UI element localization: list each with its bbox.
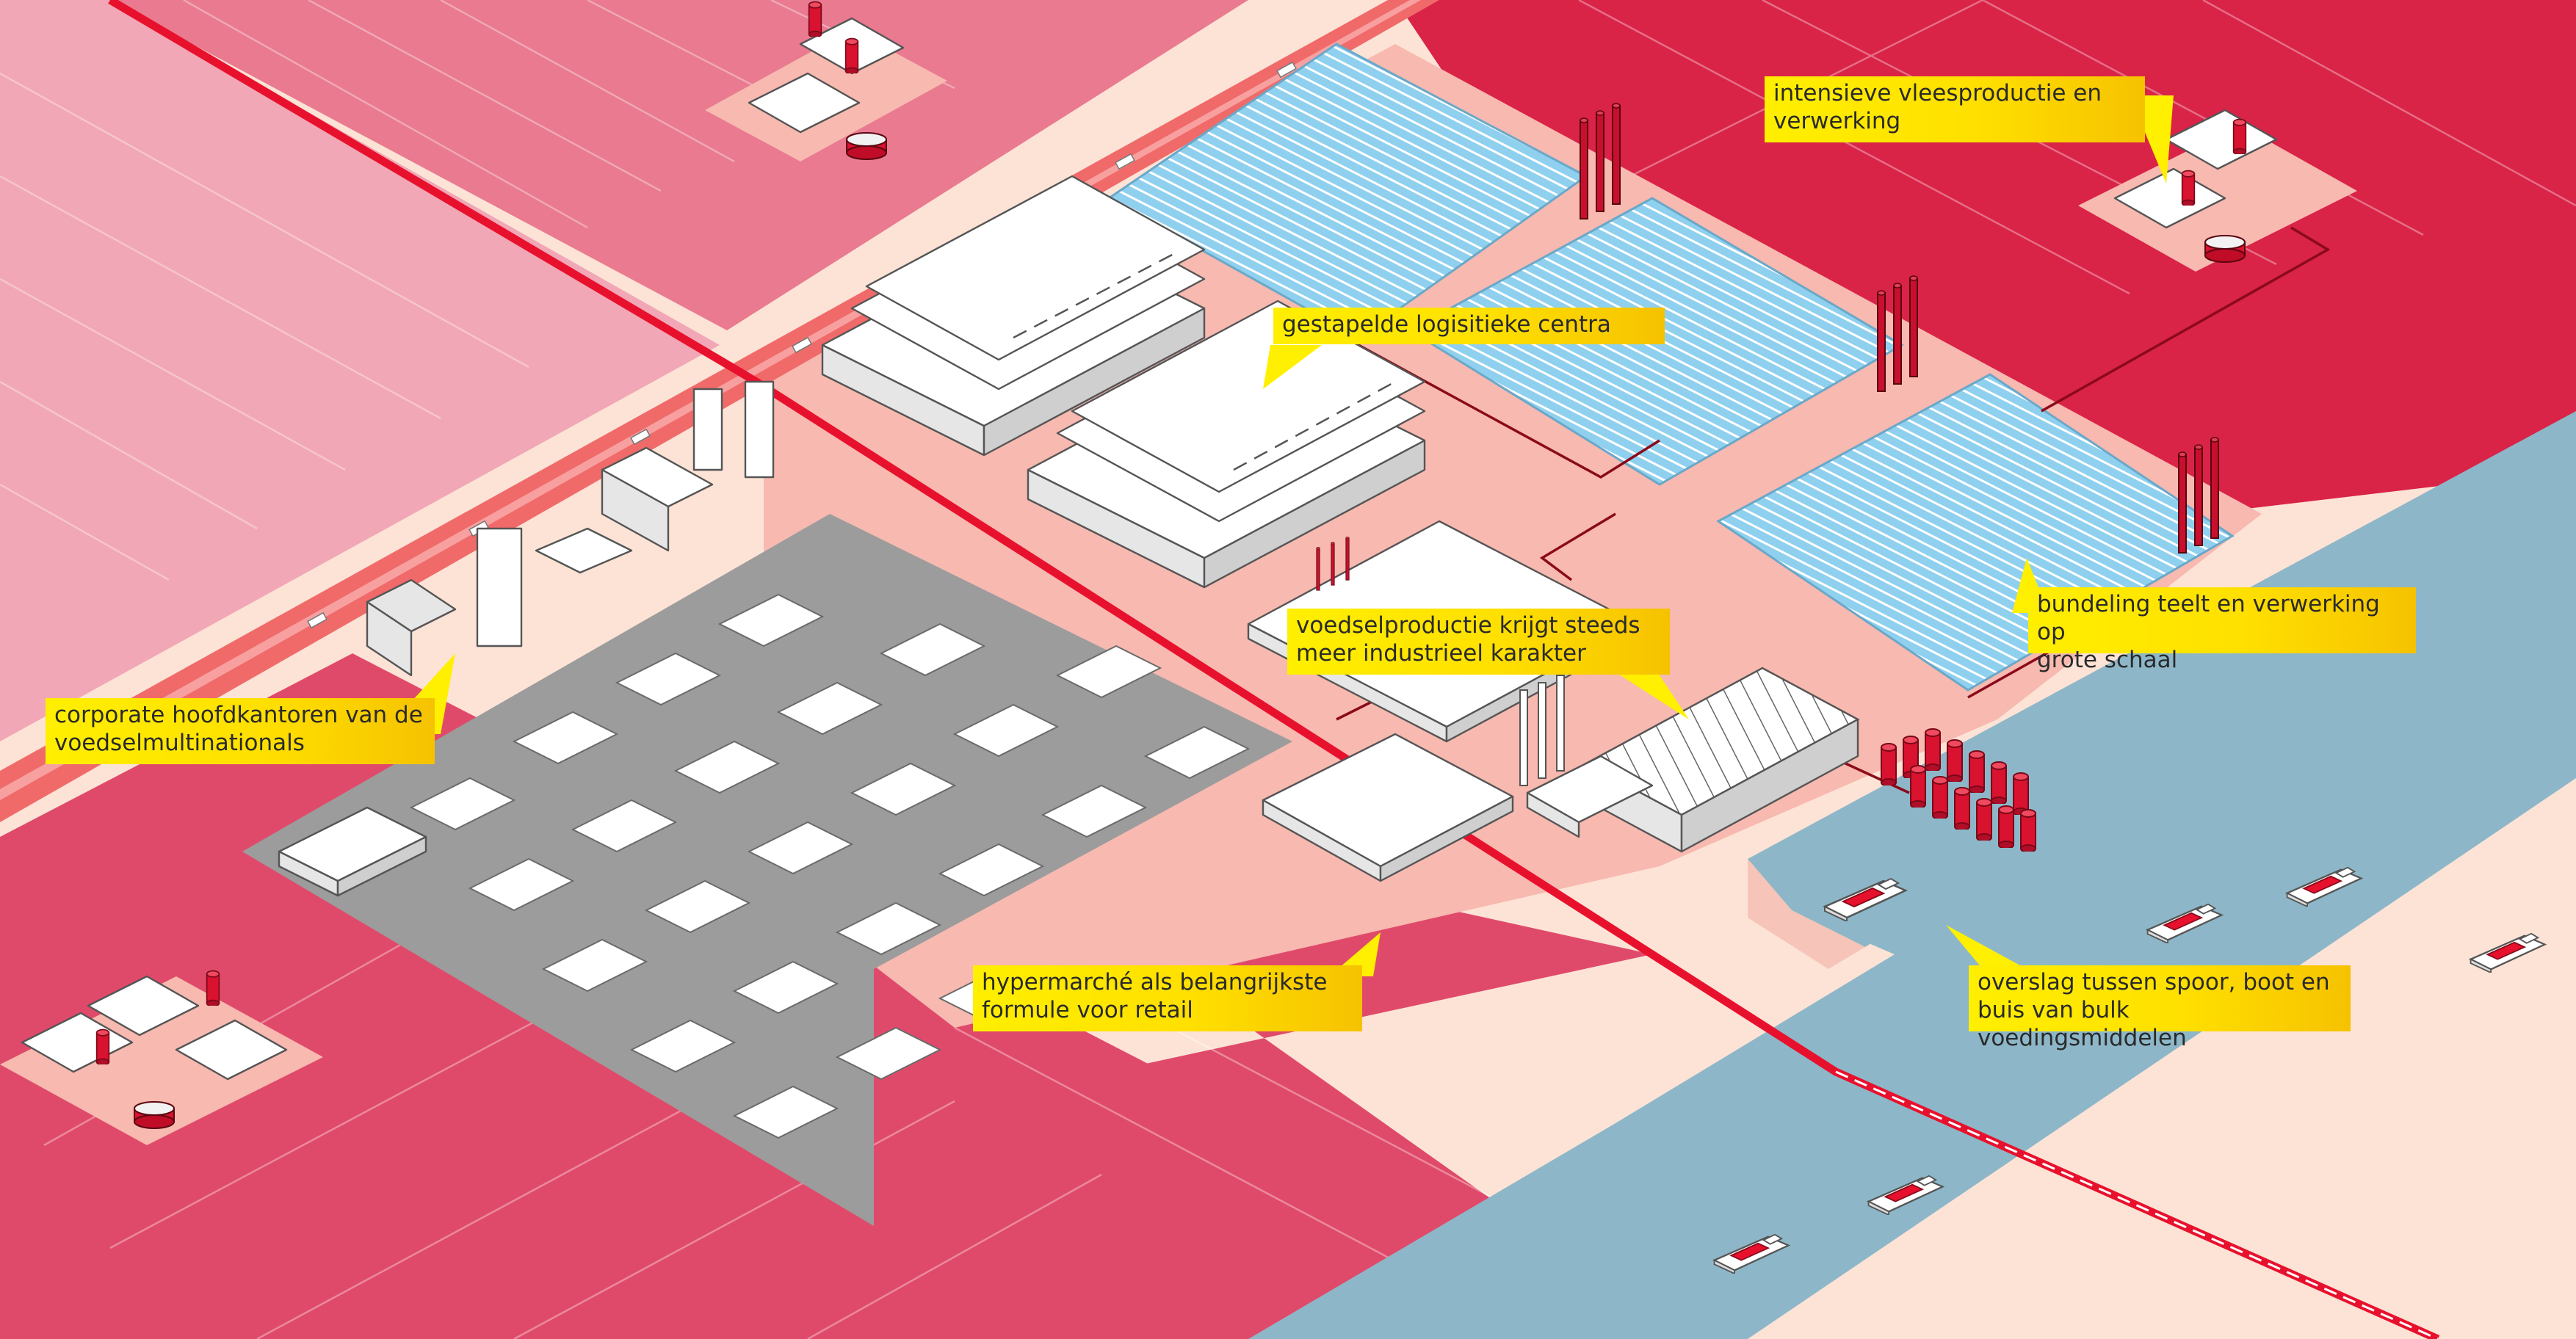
silo-icon	[1991, 761, 2007, 804]
tank-icon	[846, 132, 887, 160]
meat-processing-cluster-left	[0, 970, 323, 1145]
silo-icon	[1932, 776, 1948, 819]
silo-icon	[2181, 170, 2196, 206]
processing-hall	[1262, 733, 1514, 882]
chimney-icon	[1909, 275, 1918, 377]
chimney-icon	[1612, 103, 1621, 205]
railway-track	[1835, 1070, 2439, 1339]
field-top-center	[110, 0, 1248, 330]
callout-industrial-food: voedselproductie krijgt steeds meer indu…	[1287, 609, 1670, 675]
quay	[1748, 859, 1865, 969]
chimney-icon	[1596, 110, 1604, 212]
stacked-logistics-center-1	[821, 175, 1206, 457]
field-lower-center	[734, 793, 1689, 1339]
field-top-left	[0, 0, 720, 741]
chimney-icon	[2210, 437, 2219, 539]
meat-processing-cluster-right	[2078, 109, 2357, 272]
chimney-group-1	[1580, 103, 1621, 219]
chimney-icon	[1316, 547, 1320, 591]
silo-icon	[95, 1028, 110, 1064]
stacked-logistics-center-2	[1027, 300, 1426, 589]
callout-headquarters: corporate hoofdkantoren van de voedselmu…	[46, 698, 435, 764]
silo-icon	[808, 1, 822, 37]
silo-icon	[206, 970, 220, 1006]
silo-icon	[2232, 118, 2247, 154]
silo-icon	[1969, 750, 1985, 793]
chimney-icon	[1345, 537, 1350, 581]
tank-icon	[134, 1101, 175, 1129]
chimney-group-2	[1877, 275, 1918, 392]
white-chimney-block	[1519, 675, 1654, 838]
callout-hypermarket: hypermarché als belangrijkste formule vo…	[973, 965, 1362, 1031]
silo-icon	[1881, 743, 1897, 785]
silo-icon	[1976, 798, 1992, 841]
callout-logistics-centres: gestapelde logisitieke centra	[1273, 308, 1665, 344]
callout-transshipment: overslag tussen spoor, boot en buis van …	[1969, 965, 2351, 1051]
chimney-icon	[2194, 444, 2203, 546]
silo-icon	[1925, 728, 1941, 771]
chimney-icon	[1331, 542, 1335, 586]
field-top-right	[1395, 0, 2576, 514]
silo-icon	[2020, 809, 2036, 852]
callout-clustering: bundeling teelt en verwerking op grote s…	[2028, 587, 2416, 673]
silo-icon	[1954, 787, 1970, 830]
chimney-icon	[1877, 290, 1886, 392]
chimney-icon	[1893, 283, 1902, 385]
meat-processing-cluster-top	[705, 1, 947, 162]
chimney-group-3	[2178, 437, 2219, 554]
silo-icon	[1910, 765, 1926, 808]
city-houses	[409, 593, 1251, 1139]
greenhouse-3	[1716, 373, 2235, 692]
silo-icon	[1947, 739, 1963, 782]
chimney-icon	[2178, 451, 2187, 554]
silo-icon	[844, 37, 859, 73]
tank-icon	[2204, 235, 2246, 263]
hypermarket	[278, 806, 427, 897]
corporate-headquarters	[366, 380, 775, 677]
callout-meat-processing: intensieve vleesproductie en verwerking	[1765, 76, 2145, 142]
silo-icon	[1998, 805, 2014, 848]
suburban-city	[242, 514, 1292, 1226]
chimney-icon	[1580, 117, 1588, 219]
